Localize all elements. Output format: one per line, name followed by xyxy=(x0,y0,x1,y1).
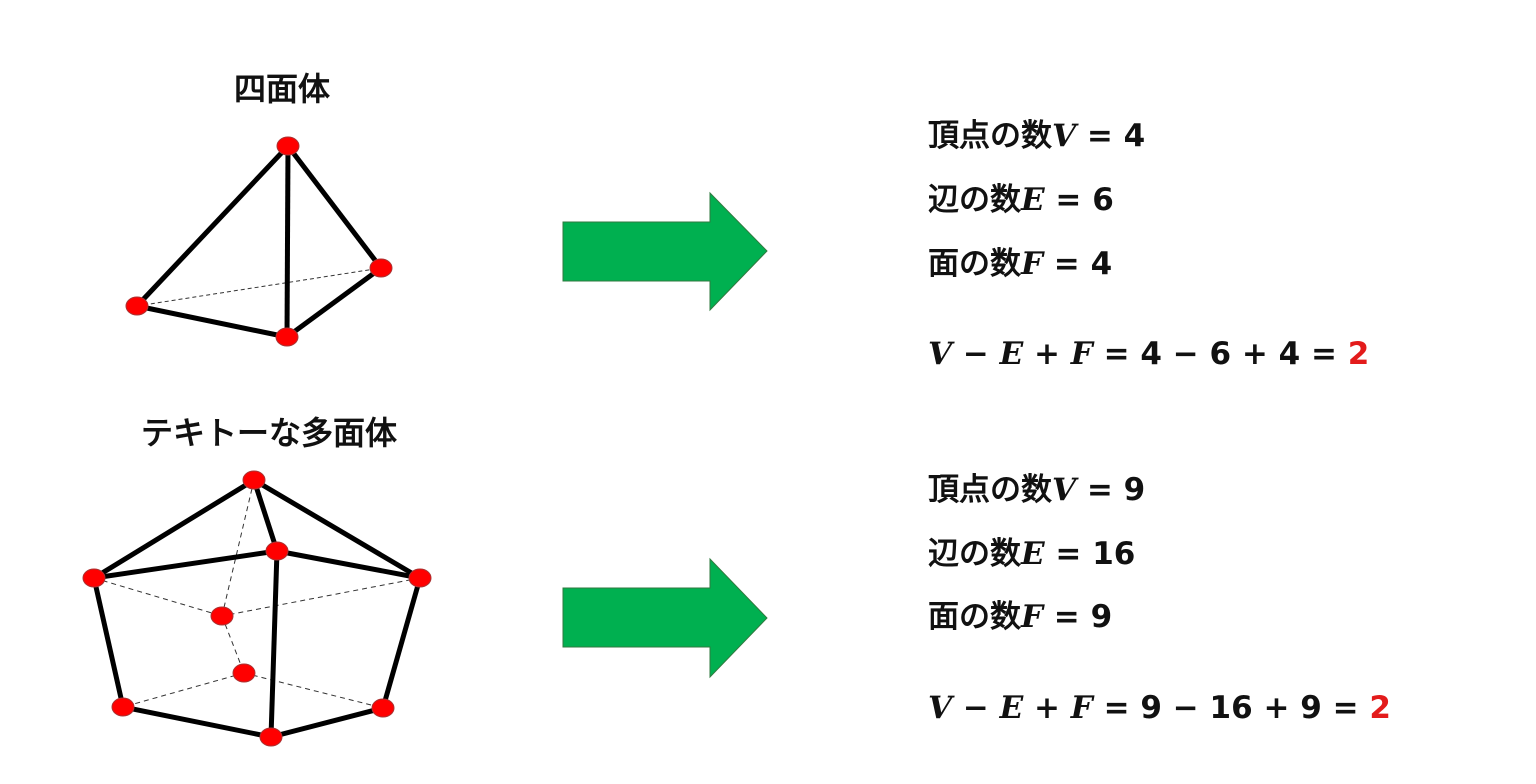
poly-euler-formula: V − E + F = 9 − 16 + 9 = 2 xyxy=(928,690,1391,726)
vertices xyxy=(125,136,393,347)
result: 2 xyxy=(1347,336,1370,372)
poly-vertices-line: 頂点の数V = 9 xyxy=(928,472,1146,508)
poly-edges-line: 辺の数E = 16 xyxy=(928,536,1136,572)
polyhedron-title: テキトーな多面体 xyxy=(140,414,398,452)
hidden-edges xyxy=(93,479,421,709)
visible-edges xyxy=(135,144,383,340)
result: 2 xyxy=(1369,690,1391,726)
tetra-vertices-line: 頂点の数V = 4 xyxy=(928,118,1146,154)
tetrahedron-figure xyxy=(125,136,393,347)
right-arrow-icon xyxy=(562,557,768,679)
poly-faces-line: 面の数F = 9 xyxy=(928,599,1113,635)
tetra-edges-line: 辺の数E = 6 xyxy=(928,182,1114,218)
visible-edges xyxy=(91,477,423,740)
vertices xyxy=(82,470,432,747)
right-arrow-icon xyxy=(562,191,768,312)
polyhedron-figure xyxy=(82,470,432,747)
tetrahedron-title: 四面体 xyxy=(233,70,331,108)
tetra-euler-formula: V − E + F = 4 − 6 + 4 = 2 xyxy=(928,336,1370,372)
tetra-faces-line: 面の数F = 4 xyxy=(928,246,1113,282)
hidden-edge xyxy=(136,267,382,307)
